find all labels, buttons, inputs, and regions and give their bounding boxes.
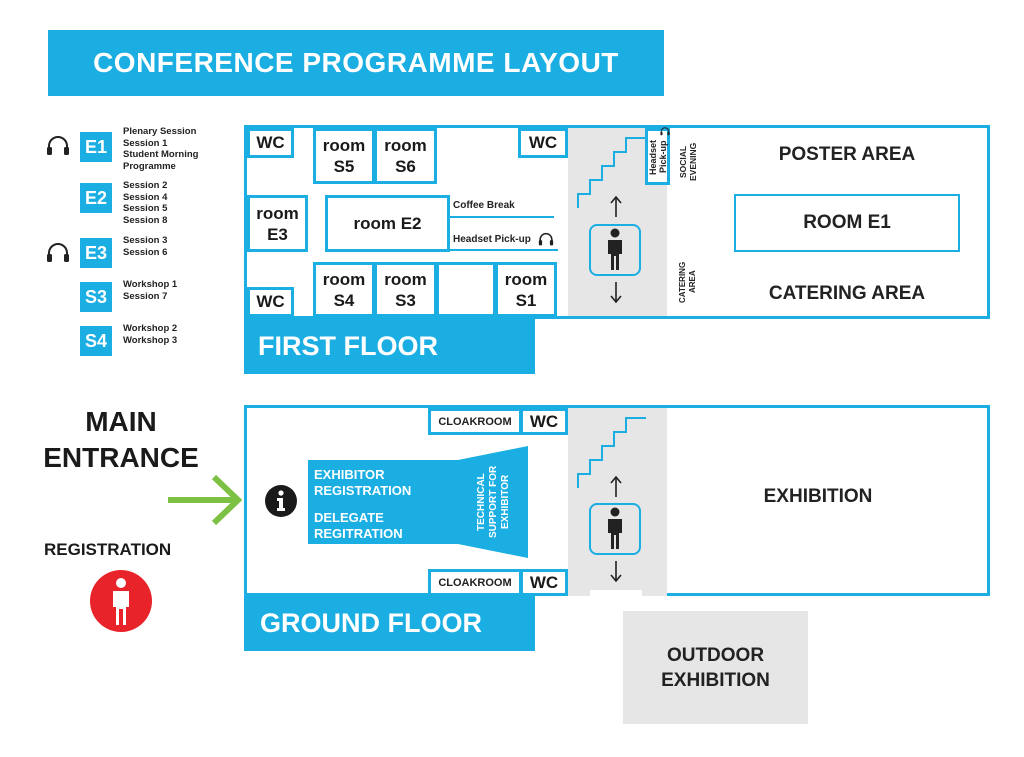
first-floor-outline [244,125,990,319]
arrow-down-icon [610,561,622,583]
elevator-button-first-floor[interactable] [589,224,641,276]
catering-area-vertical-label: CATERING AREA [678,261,697,303]
coffee-break-line [448,216,554,218]
stairs-icon [577,137,646,208]
room-e2: room E2 [325,195,450,252]
room-s3: room S3 [374,262,437,317]
title-banner: CONFERENCE PROGRAMME LAYOUT [48,30,664,96]
outdoor-exhibition-area: OUTDOOR EXHIBITION [623,611,808,724]
ground-floor-label: GROUND FLOOR [244,596,535,651]
headphones-icon [47,243,69,262]
main-entrance-label: MAIN ENTRANCE [43,406,199,473]
room-s5: room S5 [313,128,375,184]
cloakroom-bottom: CLOAKROOM [428,569,522,596]
delegate-registration-desk: DELEGATE REGITRATION [314,510,403,541]
room-s1: room S1 [495,262,557,317]
headphones-icon [538,232,554,246]
cloakroom-top: CLOAKROOM [428,408,522,435]
elevator-button-ground-floor[interactable] [589,503,641,555]
room-e3: room E3 [247,195,308,252]
person-icon [608,507,622,549]
coffee-break-label: Coffee Break [453,200,515,211]
ground-floor-door-gap [590,590,642,598]
poster-area-label: POSTER AREA [778,144,916,165]
arrow-up-icon [610,195,622,217]
legend-code-s4: S4 [80,326,112,356]
legend-code-s3: S3 [80,282,112,312]
registration-person-icon [90,570,152,632]
room-s4: room S4 [313,262,375,317]
person-icon [608,228,622,270]
catering-area-label: CATERING AREA [768,283,926,304]
first-floor-wc-top-left: WC [247,128,294,158]
legend-code-e2: E2 [80,183,112,213]
headset-pickup-line [448,249,558,251]
room-s6: room S6 [374,128,437,184]
technical-support-desk: TECHNICAL SUPPORT FOR EXHIBITOR [476,465,511,539]
headset-pickup-label: Headset Pick-up [453,234,531,245]
ground-floor-stair-area [568,408,667,596]
page-title: CONFERENCE PROGRAMME LAYOUT [93,47,619,78]
legend-code-e1: E1 [80,132,112,162]
headphones-icon [47,136,69,155]
arrow-down-icon [610,282,622,304]
registration-label: REGISTRATION [44,540,172,559]
first-floor-label: FIRST FLOOR [244,319,535,374]
social-evening-label: SOCIAL EVENING [678,142,698,182]
entrance-arrow-icon [168,474,243,526]
exhibition-label: EXHIBITION [763,486,873,507]
first-floor-small-room [436,262,496,317]
headphones-icon [660,127,670,136]
exhibitor-registration-desk: EXHIBITOR REGISTRATION [314,467,412,498]
info-icon [265,485,297,517]
headset-pickup-booth: Headset Pick-up [645,128,670,185]
first-floor-wc-top-right: WC [518,128,568,158]
room-e1: ROOM E1 [734,194,960,252]
ground-floor-wc-top: WC [520,408,568,435]
first-floor-wc-bottom-left: WC [247,287,294,317]
legend-code-e3: E3 [80,238,112,268]
stairs-icon [577,417,646,488]
arrow-up-icon [610,475,622,497]
registration-desk-shape [308,446,528,558]
ground-floor-wc-bottom: WC [520,569,568,596]
